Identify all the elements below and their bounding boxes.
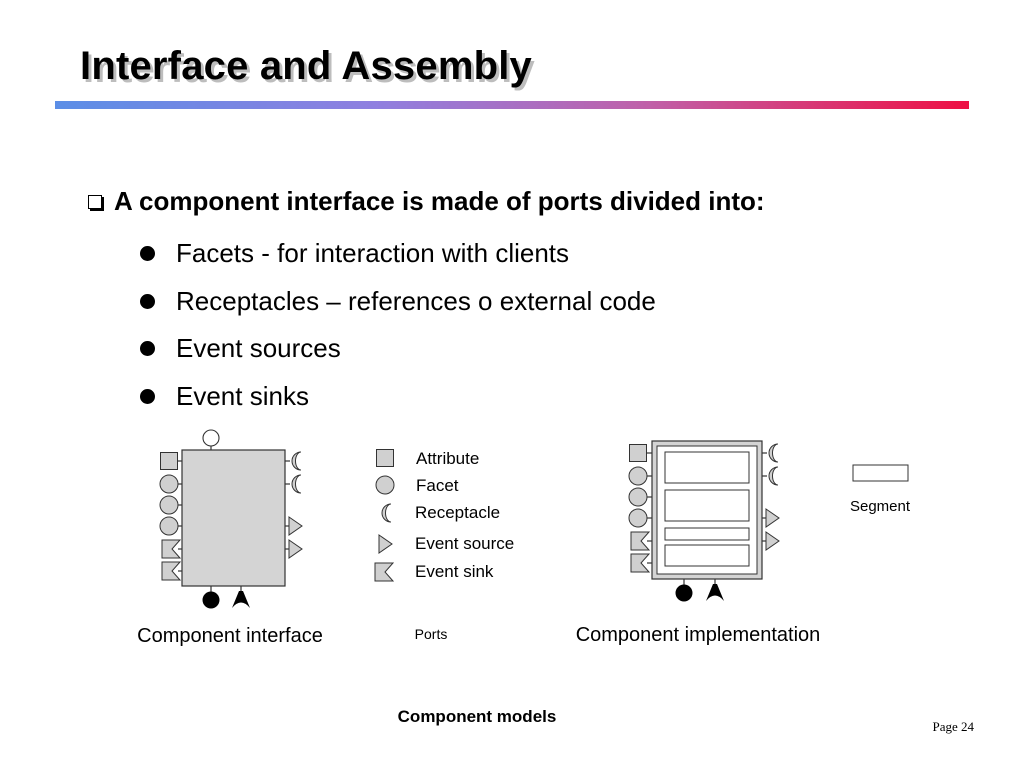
bullet-dot-icon (140, 246, 155, 262)
event-sink-icon (630, 553, 650, 573)
component-box (181, 449, 286, 587)
facet-icon (159, 474, 179, 494)
segment-box (664, 451, 750, 484)
event-sink-icon (374, 562, 394, 582)
list-item-text: Event sources (176, 333, 341, 364)
event-source-icon (765, 508, 780, 528)
segment-legend: Segment (850, 464, 911, 515)
event-sink-icon (161, 539, 181, 559)
event-source-icon (765, 531, 780, 551)
component-implementation-figure: Component implementation (576, 440, 821, 646)
list-item: Receptacles – references o external code (140, 278, 656, 326)
facet-icon (375, 475, 395, 495)
event-source-icon (378, 534, 393, 554)
segment-caption: Segment (850, 498, 911, 515)
list-item-text: Receptacles – references o external code (176, 285, 656, 316)
implementation-caption: Component implementation (576, 624, 821, 646)
segment-box (664, 527, 750, 541)
facet-icon (628, 466, 648, 486)
ports-legend: Attribute Facet Receptacle Event source … (374, 449, 514, 642)
facet-icon (159, 516, 179, 536)
legend-facet-label: Facet (416, 476, 459, 495)
legend-event-source-label: Event source (415, 534, 514, 553)
attribute-icon (160, 452, 178, 470)
list-item: Facets - for interaction with clients (140, 230, 656, 278)
list-item-text: Facets - for interaction with clients (176, 238, 570, 269)
facet-filled-icon (202, 591, 220, 609)
event-source-icon (288, 516, 303, 536)
event-sink-icon (161, 561, 181, 581)
list-item-text: Event sinks (176, 380, 309, 411)
facet-open-icon (202, 429, 220, 447)
bullet-dot-icon (140, 341, 155, 357)
legend-attribute-label: Attribute (416, 449, 479, 468)
facet-icon (628, 508, 648, 528)
segment-box (664, 544, 750, 567)
receptacle-filled-icon (706, 584, 724, 601)
segment-box (664, 489, 750, 522)
receptacle-icon (381, 503, 392, 523)
page-number: Page 24 (932, 719, 974, 734)
ports-caption: Ports (415, 626, 448, 642)
bullet-dot-icon (140, 293, 155, 309)
facet-icon (628, 487, 648, 507)
main-bullet-text: A component interface is made of ports d… (114, 186, 765, 216)
facet-icon (159, 495, 179, 515)
segment-icon (852, 464, 909, 482)
checkbox-bullet-icon (88, 195, 102, 209)
title-underline (55, 101, 969, 109)
slide-title: Interface and Assembly (80, 44, 532, 88)
list-item: Event sinks (140, 373, 656, 421)
list-item: Event sources (140, 325, 656, 373)
port-types-list: Facets - for interaction with clients Re… (140, 230, 656, 420)
receptacle-filled-icon (232, 591, 250, 608)
main-bullet: A component interface is made of ports d… (88, 186, 765, 217)
component-interface-figure: Component interface (137, 429, 323, 647)
legend-event-sink-label: Event sink (415, 562, 494, 581)
receptacle-icon (291, 474, 302, 494)
event-source-icon (288, 539, 303, 559)
bullet-dot-icon (140, 388, 155, 404)
event-sink-icon (630, 531, 650, 551)
receptacle-icon (768, 443, 779, 463)
attribute-icon (376, 449, 394, 467)
slide-footer: Component models (397, 707, 557, 726)
facet-filled-icon (675, 584, 693, 602)
receptacle-icon (291, 451, 302, 471)
legend-receptacle-label: Receptacle (415, 503, 500, 522)
interface-caption: Component interface (137, 625, 323, 647)
attribute-icon (629, 444, 647, 462)
receptacle-icon (768, 466, 779, 486)
